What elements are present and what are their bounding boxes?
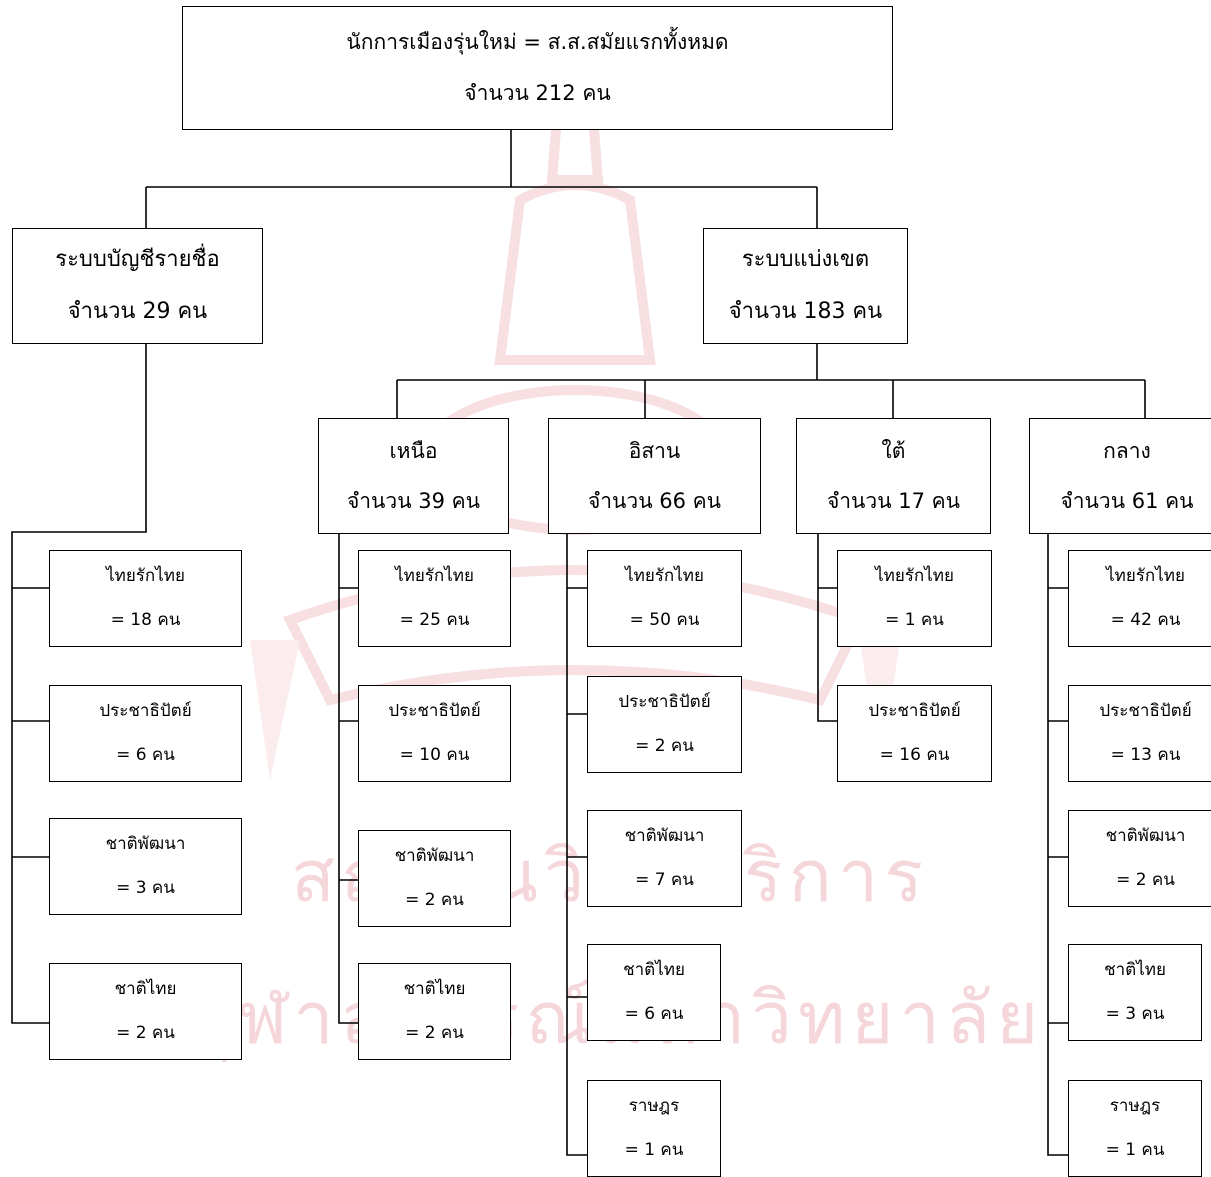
party-count: = 25 คน	[399, 610, 470, 630]
party-name: ชาติพัฒนา	[624, 826, 705, 846]
party-name: ชาติไทย	[114, 979, 177, 999]
party-name: ชาติพัฒนา	[394, 846, 475, 866]
party-count: = 2 คน	[1116, 870, 1175, 890]
region-count: จำนวน 61 คน	[1060, 488, 1194, 513]
party-name: ประชาธิปัตย์	[99, 701, 192, 721]
party-box: ไทยรักไทย = 18 คน	[49, 550, 242, 647]
party-name: ราษฎร	[1109, 1096, 1161, 1116]
party-box: ชาติพัฒนา = 7 คน	[587, 810, 742, 907]
party-count: = 1 คน	[624, 1140, 684, 1160]
party-count: = 42 คน	[1110, 610, 1181, 630]
root-box: นักการเมืองรุ่นใหม่ = ส.ส.สมัยแรกทั้งหมด…	[182, 6, 893, 130]
party-name: ราษฎร	[628, 1096, 680, 1116]
party-box: ไทยรักไทย = 1 คน	[837, 550, 992, 647]
party-count: = 2 คน	[405, 890, 464, 910]
party-box: ไทยรักไทย = 25 คน	[358, 550, 511, 647]
party-box: ไทยรักไทย = 50 คน	[587, 550, 742, 647]
party-count: = 10 คน	[399, 745, 470, 765]
constituency-count: จำนวน 183 คน	[728, 299, 883, 324]
party-name: ชาติพัฒนา	[105, 834, 186, 854]
region-name: อิสาน	[628, 438, 681, 463]
region-name: ใต้	[881, 438, 906, 463]
party-count: = 1 คน	[1105, 1140, 1165, 1160]
party-count: = 6 คน	[116, 745, 175, 765]
party-box: ชาติไทย = 2 คน	[49, 963, 242, 1060]
party-box: ชาติไทย = 6 คน	[587, 944, 721, 1041]
region-central-box: กลาง จำนวน 61 คน	[1029, 418, 1211, 534]
party-count: = 50 คน	[629, 610, 700, 630]
party-name: ชาติไทย	[1104, 960, 1166, 980]
party-name: ประชาธิปัตย์	[1099, 701, 1192, 721]
party-count: = 2 คน	[116, 1023, 175, 1043]
region-name: เหนือ	[389, 438, 438, 463]
party-count: = 13 คน	[1110, 745, 1181, 765]
root-count: จำนวน 212 คน	[464, 81, 611, 105]
party-name: ประชาธิปัตย์	[868, 701, 961, 721]
constituency-box: ระบบแบ่งเขต จำนวน 183 คน	[703, 228, 908, 344]
party-name: ประชาธิปัตย์	[618, 692, 711, 712]
party-box: ชาติพัฒนา = 2 คน	[1068, 810, 1211, 907]
root-title: นักการเมืองรุ่นใหม่ = ส.ส.สมัยแรกทั้งหมด	[346, 30, 729, 54]
party-box: ประชาธิปัตย์ = 2 คน	[587, 676, 742, 773]
party-name: ไทยรักไทย	[1106, 566, 1185, 586]
party-list-box: ระบบบัญชีรายชื่อ จำนวน 29 คน	[12, 228, 263, 344]
party-name: ชาติไทย	[623, 960, 685, 980]
party-box: ประชาธิปัตย์ = 10 คน	[358, 685, 511, 782]
party-box: ชาติไทย = 3 คน	[1068, 944, 1202, 1041]
party-box: ราษฎร = 1 คน	[1068, 1080, 1202, 1177]
party-count: = 3 คน	[116, 878, 175, 898]
party-list-count: จำนวน 29 คน	[67, 299, 208, 324]
region-count: จำนวน 17 คน	[826, 488, 961, 513]
party-name: ไทยรักไทย	[106, 566, 185, 586]
party-count: = 7 คน	[635, 870, 694, 890]
party-count: = 16 คน	[879, 745, 950, 765]
party-box: ไทยรักไทย = 42 คน	[1068, 550, 1211, 647]
party-box: ประชาธิปัตย์ = 13 คน	[1068, 685, 1211, 782]
party-name: ประชาธิปัตย์	[388, 701, 481, 721]
party-count: = 3 คน	[1105, 1004, 1165, 1024]
party-box: ประชาธิปัตย์ = 16 คน	[837, 685, 992, 782]
party-box: ชาติพัฒนา = 2 คน	[358, 830, 511, 927]
constituency-title: ระบบแบ่งเขต	[741, 247, 870, 272]
party-count: = 2 คน	[405, 1023, 464, 1043]
party-name: ชาติพัฒนา	[1105, 826, 1186, 846]
region-name: กลาง	[1103, 438, 1151, 463]
party-count: = 18 คน	[110, 610, 181, 630]
region-isan-box: อิสาน จำนวน 66 คน	[548, 418, 761, 534]
party-name: ไทยรักไทย	[875, 566, 954, 586]
region-count: จำนวน 39 คน	[346, 488, 481, 513]
party-box: ชาติไทย = 2 คน	[358, 963, 511, 1060]
party-box: ชาติพัฒนา = 3 คน	[49, 818, 242, 915]
party-list-title: ระบบบัญชีรายชื่อ	[55, 247, 220, 272]
party-name: ไทยรักไทย	[395, 566, 474, 586]
region-north-box: เหนือ จำนวน 39 คน	[318, 418, 509, 534]
party-name: ไทยรักไทย	[625, 566, 704, 586]
party-count: = 6 คน	[624, 1004, 684, 1024]
region-count: จำนวน 66 คน	[587, 488, 722, 513]
party-box: ราษฎร = 1 คน	[587, 1080, 721, 1177]
party-count: = 2 คน	[635, 736, 694, 756]
party-box: ประชาธิปัตย์ = 6 คน	[49, 685, 242, 782]
party-count: = 1 คน	[885, 610, 944, 630]
region-south-box: ใต้ จำนวน 17 คน	[796, 418, 991, 534]
party-name: ชาติไทย	[403, 979, 466, 999]
